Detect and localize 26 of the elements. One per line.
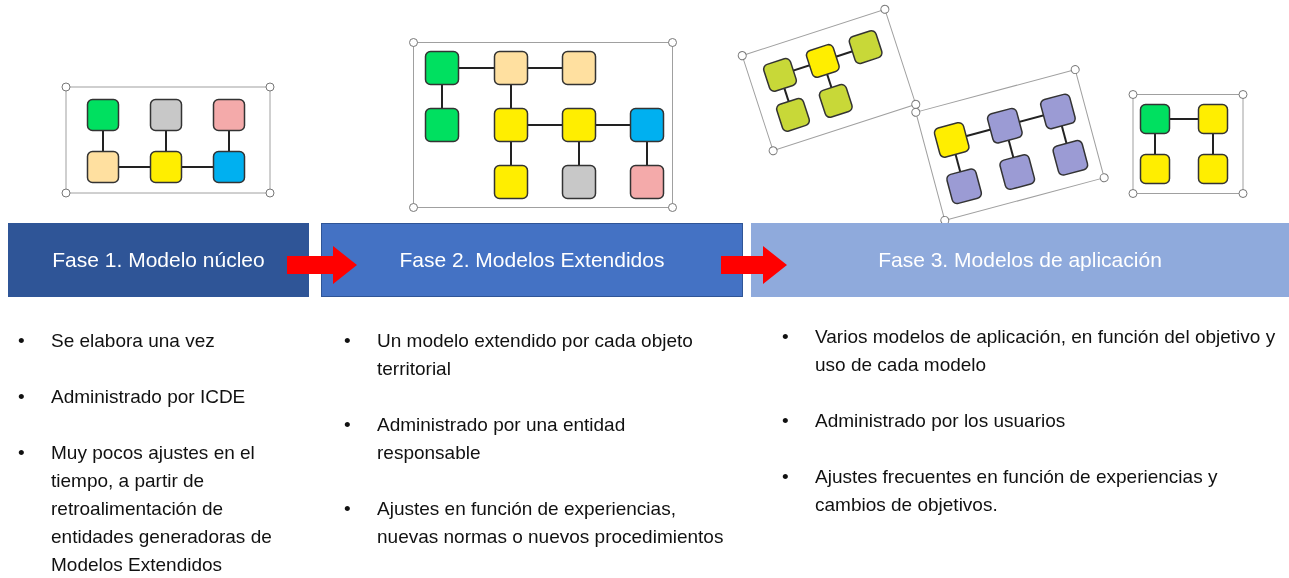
phase-banner bbox=[751, 223, 1289, 297]
bullet-point: Administrado por ICDE bbox=[51, 385, 246, 409]
bullet-point: Se elabora una vez bbox=[51, 329, 215, 353]
bullet-marker: • bbox=[344, 413, 352, 437]
bullet-marker: • bbox=[782, 325, 790, 349]
bullet-point: Un modelo extendido por cada objeto territorial bbox=[377, 329, 694, 381]
bullet-marker: • bbox=[344, 329, 352, 353]
bullet-point: Administrado por una entidad responsable bbox=[377, 413, 627, 465]
bullet-marker: • bbox=[782, 409, 790, 433]
bullet-marker: • bbox=[18, 385, 26, 409]
bullet-marker: • bbox=[18, 441, 26, 465]
bullet-point: Administrado por los usuarios bbox=[815, 409, 1066, 433]
arrow bbox=[721, 246, 787, 284]
bullet-point: Ajustes frecuentes en función de experiencias y cambios de objetivos. bbox=[815, 465, 1219, 517]
phase-title: Fase 1. Modelo núcleo bbox=[52, 248, 265, 272]
bullet-marker: • bbox=[18, 329, 26, 353]
bullet-marker: • bbox=[782, 465, 790, 489]
phase-title: Fase 2. Modelos Extendidos bbox=[399, 248, 665, 272]
bullet-point: Ajustes en función de experiencias, nuevas normas o nuevos procedimientos bbox=[377, 497, 725, 549]
phase-title: Fase 3. Modelos de aplicación bbox=[878, 248, 1162, 272]
phase-banner bbox=[321, 223, 743, 297]
phase-banner bbox=[8, 223, 309, 297]
bullet-point: Muy pocos ajustes en el tiempo, a partir de retroalimentación de entidades generadoras de Modelos Extendidos bbox=[51, 441, 273, 577]
arrow bbox=[287, 246, 357, 284]
bullet-point: Varios modelos de aplicación, en función del objetivo y uso de cada modelo bbox=[815, 325, 1277, 377]
bullet-marker: • bbox=[344, 497, 352, 521]
